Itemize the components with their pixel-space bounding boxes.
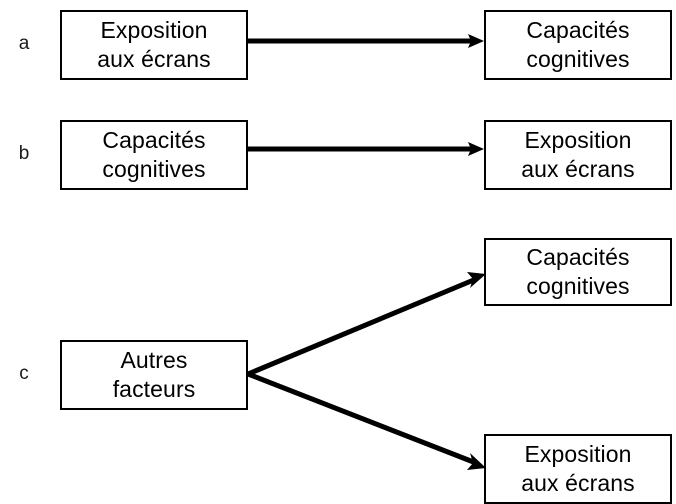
panel-c-confounder-line2: facteurs <box>112 376 196 402</box>
panel-a-target-line1: Capacités <box>526 16 630 43</box>
panel-a-source-line2: aux écrans <box>97 46 211 72</box>
panel-b-target-line1: Exposition <box>524 126 632 153</box>
panel-label-a: a <box>18 33 30 54</box>
panel-c-target-lower-line1: Exposition <box>524 440 632 467</box>
panel-c-target-upper-box[interactable]: Capacités cognitives <box>484 238 672 306</box>
panel-a-source-box[interactable]: Exposition aux écrans <box>60 10 248 80</box>
panel-c-target-upper-line1: Capacités <box>526 243 630 270</box>
panel-c-arrow-lower <box>247 371 486 470</box>
panel-a-target-line2: cognitives <box>526 46 630 72</box>
panel-c-arrow-upper <box>247 272 486 377</box>
panel-b-source-line1: Capacités <box>102 126 206 153</box>
panel-b-source-box[interactable]: Capacités cognitives <box>60 120 248 190</box>
panel-b-source-line2: cognitives <box>102 156 206 182</box>
panel-c-target-upper-line2: cognitives <box>526 273 630 299</box>
panel-c-confounder-box[interactable]: Autres facteurs <box>60 340 248 410</box>
panel-c-confounder-line1: Autres <box>120 346 188 373</box>
panel-b-arrow <box>248 142 484 156</box>
panel-b-target-line2: aux écrans <box>521 156 635 182</box>
panel-label-b: b <box>18 143 30 164</box>
panel-c-target-lower-line2: aux écrans <box>521 470 635 496</box>
panel-c-target-lower-box[interactable]: Exposition aux écrans <box>484 434 672 504</box>
panel-a-source-line1: Exposition <box>100 16 208 43</box>
panel-a-target-box[interactable]: Capacités cognitives <box>484 10 672 80</box>
panel-a-arrow <box>248 34 484 48</box>
panel-label-c: c <box>19 363 29 384</box>
panel-b-target-box[interactable]: Exposition aux écrans <box>484 120 672 190</box>
